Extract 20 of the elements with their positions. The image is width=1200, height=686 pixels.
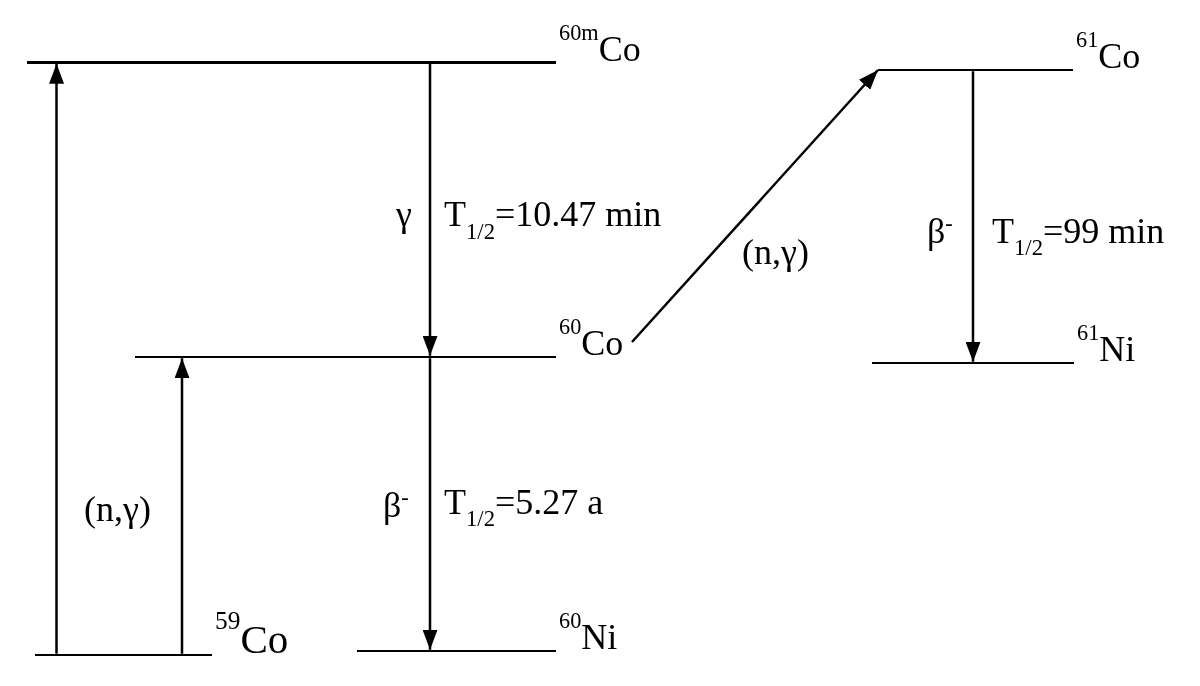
nuclide-label: $^{60}$Ni: [559, 611, 618, 653]
edge-label: β$^{-}$: [383, 486, 409, 527]
arrow: [49, 63, 64, 654]
arrow: [174, 358, 190, 654]
nuclide-label: $^{61}$Co: [1076, 30, 1141, 72]
nuclide-label: $^{60}$Co: [559, 317, 624, 359]
arrow: [965, 71, 981, 362]
edge-label: β$^{-}$: [927, 212, 953, 253]
half-life-label: T$_{1/2}$=10.47 min: [444, 196, 663, 245]
nuclide-label: $^{59}$Co: [215, 611, 289, 657]
half-life-label: T$_{1/2}$=99 min: [992, 212, 1166, 261]
arrow: [631, 69, 879, 343]
arrow: [422, 358, 438, 650]
arrow: [422, 63, 438, 356]
half-life-label: T$_{1/2}$=5.27 a: [444, 483, 605, 532]
nuclide-label: $^{61}$Ni: [1077, 323, 1136, 365]
edge-label: γ: [396, 195, 412, 236]
nuclide-label: $^{60m}$Co: [559, 22, 641, 64]
edge-label: (n,γ): [742, 233, 809, 274]
edge-label: (n,γ): [84, 490, 151, 531]
